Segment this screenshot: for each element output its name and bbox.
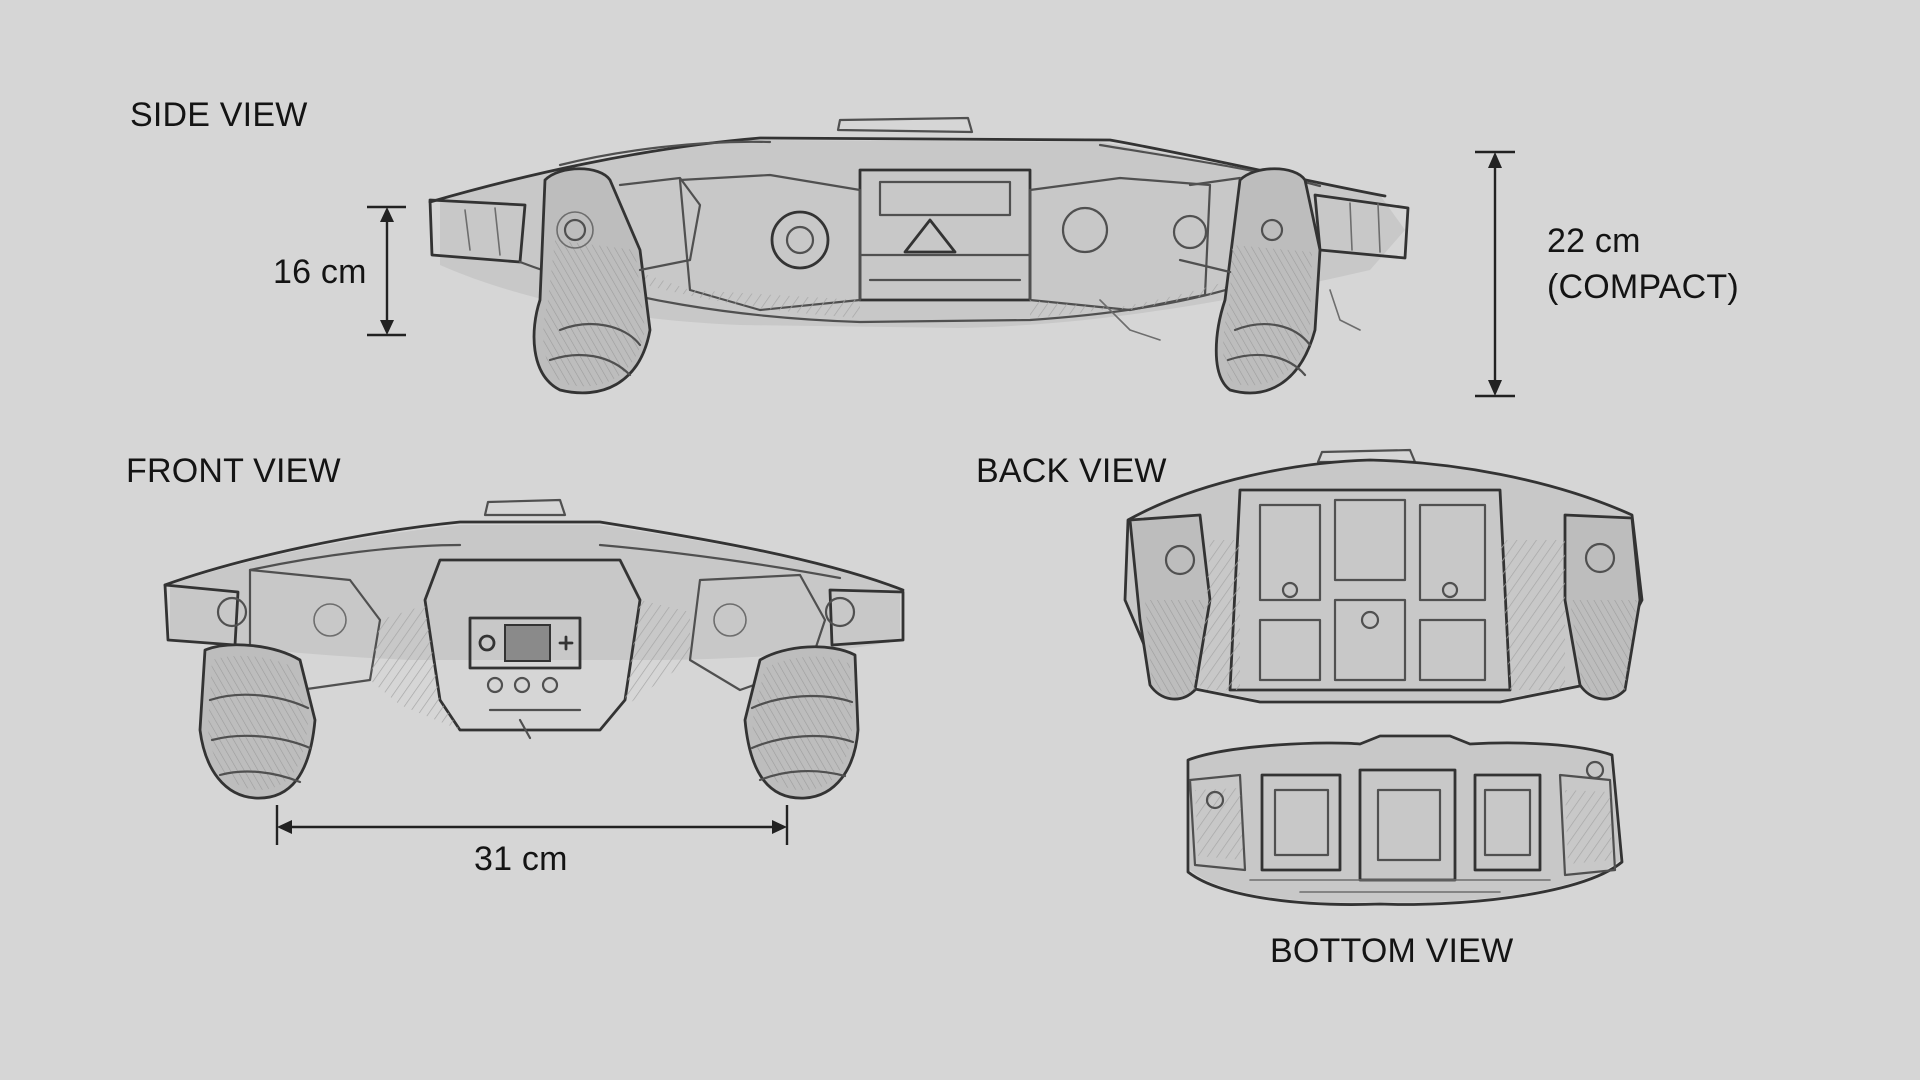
side-view-sketch (428, 116, 1410, 395)
front-view-label: FRONT VIEW (126, 452, 341, 490)
side-view-height-label: 16 cm (273, 253, 367, 291)
dimension-22cm-line (1475, 150, 1515, 398)
back-view-sketch (1123, 448, 1644, 704)
side-view-label: SIDE VIEW (130, 96, 308, 134)
side-view-compact-height-label-line1: 22 cm (1547, 222, 1641, 260)
bottom-view-label: BOTTOM VIEW (1270, 932, 1514, 970)
side-view-compact-height-label-line2: (COMPACT) (1547, 268, 1739, 306)
dimension-31cm-line (275, 805, 789, 845)
front-view-sketch (163, 498, 905, 800)
bottom-view-sketch (1186, 734, 1624, 906)
front-view-width-label: 31 cm (474, 840, 568, 878)
dimension-16cm-line (367, 205, 406, 337)
back-view-label: BACK VIEW (976, 452, 1167, 490)
